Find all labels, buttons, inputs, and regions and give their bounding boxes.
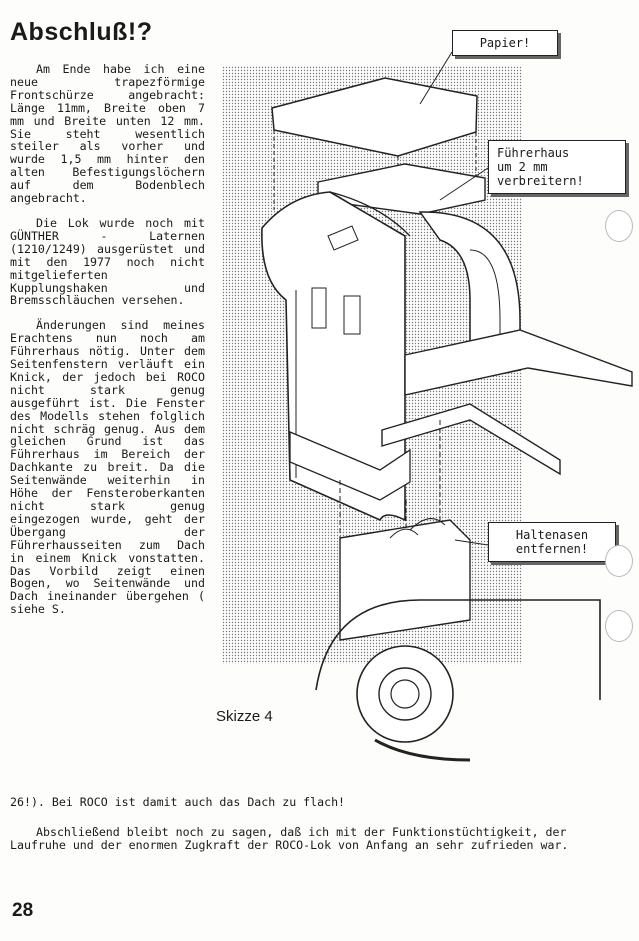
binder-hole: [605, 610, 633, 642]
frame: [315, 599, 601, 700]
callout-cab: Führerhaus um 2 mm verbreitern!: [488, 140, 626, 194]
paragraph-2: Die Lok wurde noch mit GÜNTHER - Laterne…: [10, 215, 205, 308]
callout-paper-text: Papier!: [479, 36, 531, 50]
article-title: Abschluß!?: [10, 18, 153, 46]
paragraph-1: Am Ende habe ich eine neue trapezförmige…: [10, 62, 205, 206]
paragraph-3: Änderungen sind meines Erachtens nun noc…: [10, 318, 205, 617]
cab-floor: [289, 431, 411, 501]
callout-paper: Papier!: [452, 30, 558, 56]
callout-tabs: Haltenasen entfernen!: [488, 522, 616, 562]
running-board-left: [381, 403, 561, 476]
paragraph-3-tail: 26!). Bei ROCO ist damit auch das Dach z…: [10, 795, 346, 809]
lower-chassis: [339, 519, 471, 641]
figure-caption: Skizze 4: [216, 708, 273, 725]
binder-hole: [605, 545, 633, 577]
page-number: 28: [12, 900, 34, 921]
callout-cab-line1: Führerhaus: [497, 146, 570, 160]
closing-paragraph: Abschließend bleibt noch zu sagen, daß i…: [10, 825, 569, 852]
text-column: Am Ende habe ich eine neue trapezförmige…: [10, 63, 205, 616]
running-board-right: [404, 329, 633, 396]
callout-tabs-line2: entfernen!: [515, 542, 589, 556]
callout-cab-line3: verbreitern!: [497, 174, 584, 188]
callout-cab-line2: um 2 mm: [497, 160, 548, 174]
callout-tabs-line1: Haltenasen: [515, 528, 589, 542]
binder-hole: [605, 210, 633, 242]
